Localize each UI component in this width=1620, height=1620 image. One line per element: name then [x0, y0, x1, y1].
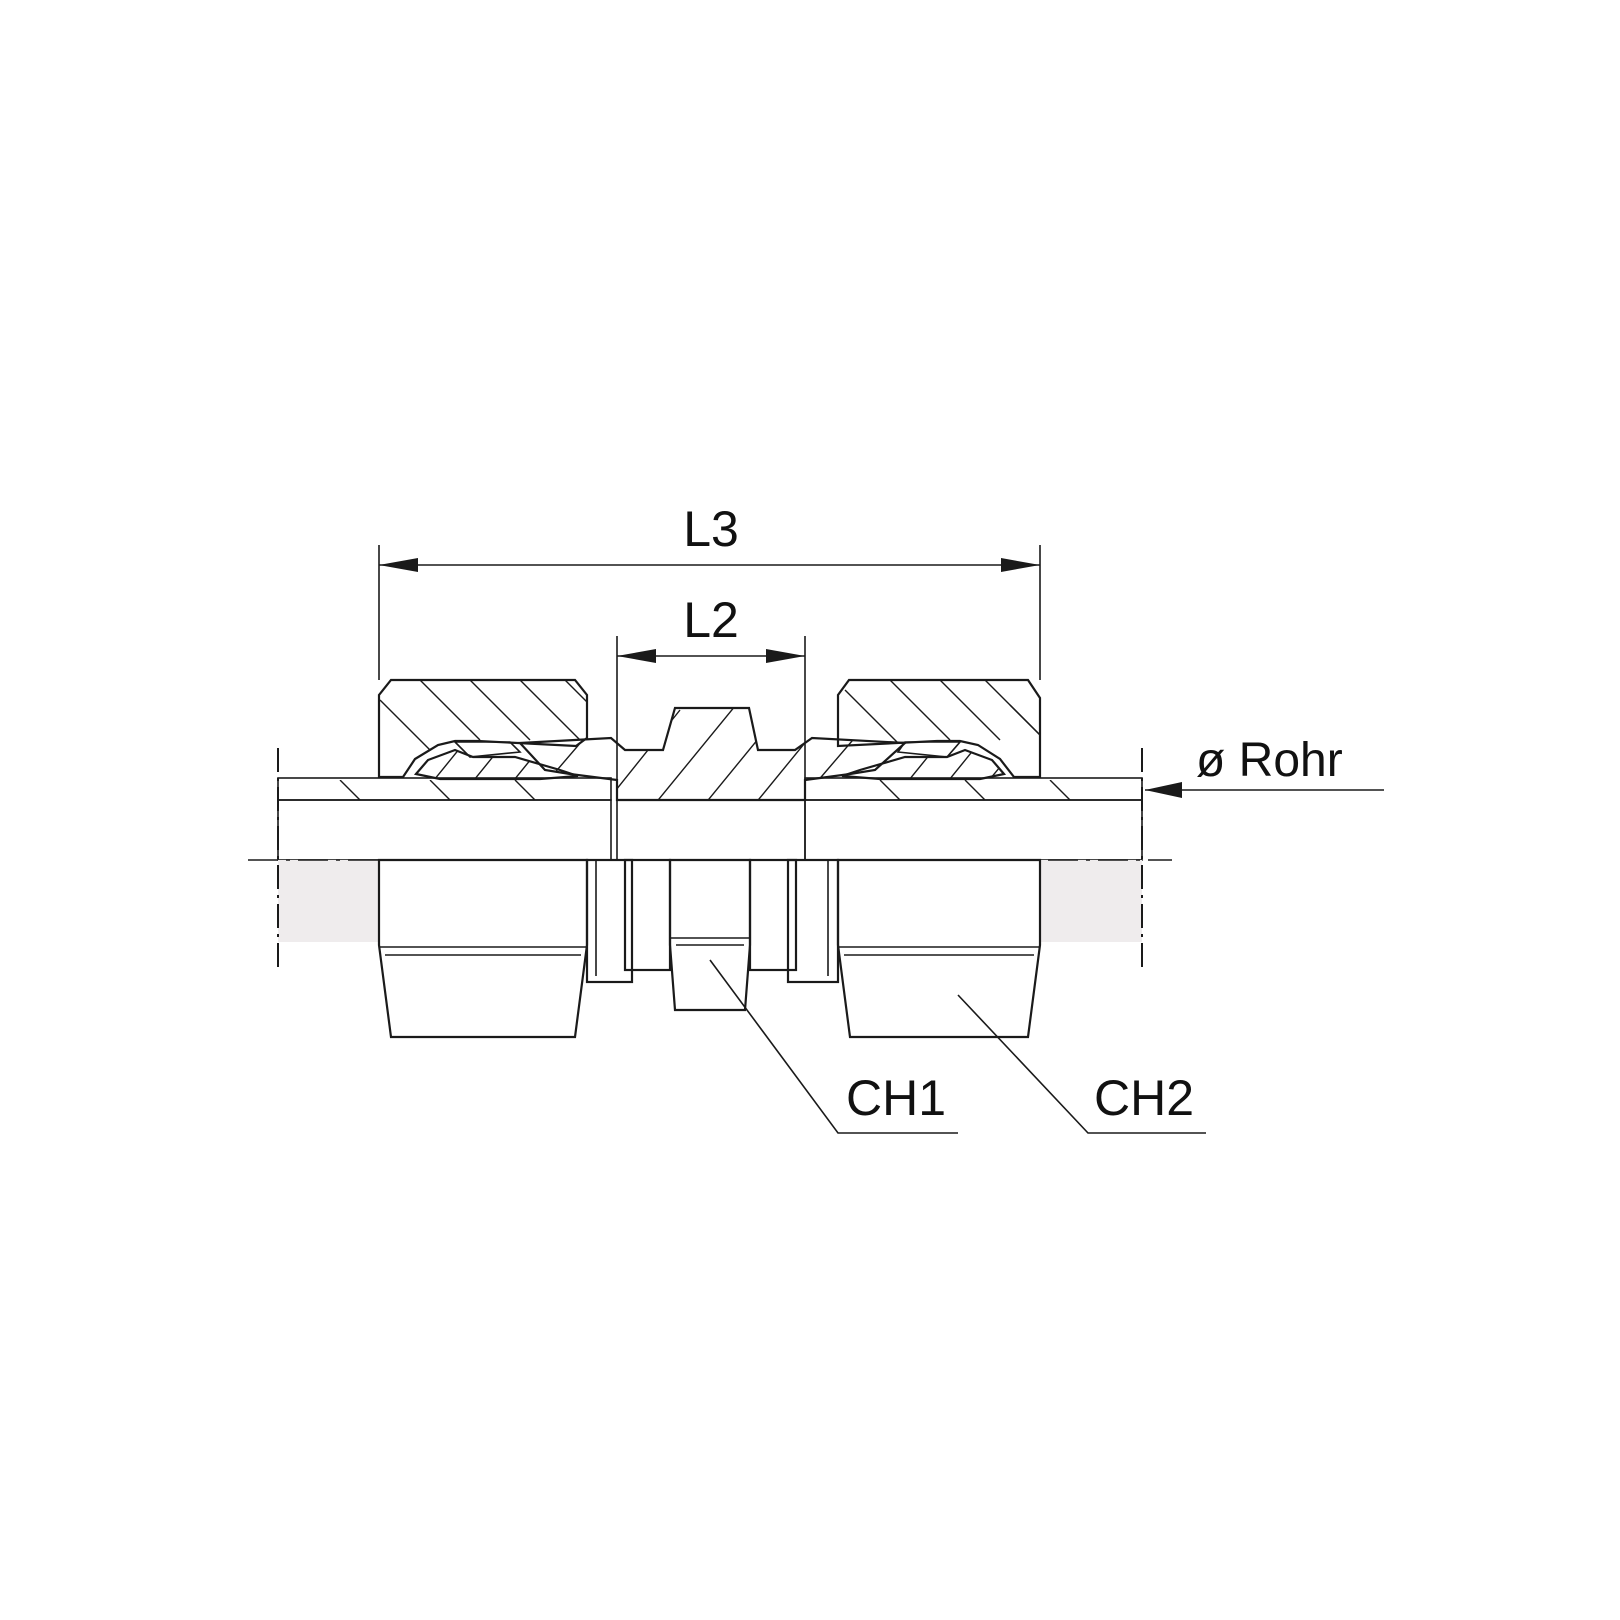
- label-l2: L2: [683, 592, 739, 648]
- label-tube-od: ø Rohr: [1196, 734, 1343, 787]
- nut-right-hex-ch2: [836, 858, 1042, 1039]
- dimension-l2: [616, 636, 806, 800]
- tube-left-lower: [278, 860, 379, 942]
- body-bore: [616, 799, 806, 861]
- label-ch1: CH1: [846, 1070, 946, 1126]
- tube-section: [277, 777, 1143, 861]
- tube-right-lower: [1040, 860, 1142, 942]
- nut-right-section: [836, 678, 1042, 779]
- nut-left-section: [377, 678, 589, 779]
- leader-ch1: [709, 959, 958, 1134]
- label-l3: L3: [683, 501, 739, 557]
- dimension-l3: [378, 545, 1041, 680]
- nut-left-hex: [377, 858, 589, 1039]
- body-hex-ch1: [668, 858, 752, 1012]
- body-section: [517, 706, 908, 802]
- label-ch2: CH2: [1094, 1070, 1194, 1126]
- tube-left-hatch: [339, 780, 536, 800]
- tube-right-bore: [804, 799, 1143, 861]
- tube-right-hatch: [879, 780, 1071, 800]
- leader-ch2: [957, 994, 1206, 1134]
- cutting-ring-right: [841, 748, 1007, 781]
- tube-left-wall: [277, 777, 612, 801]
- tube-od-arrow: [1145, 782, 1384, 798]
- tube-left-bore: [277, 799, 612, 861]
